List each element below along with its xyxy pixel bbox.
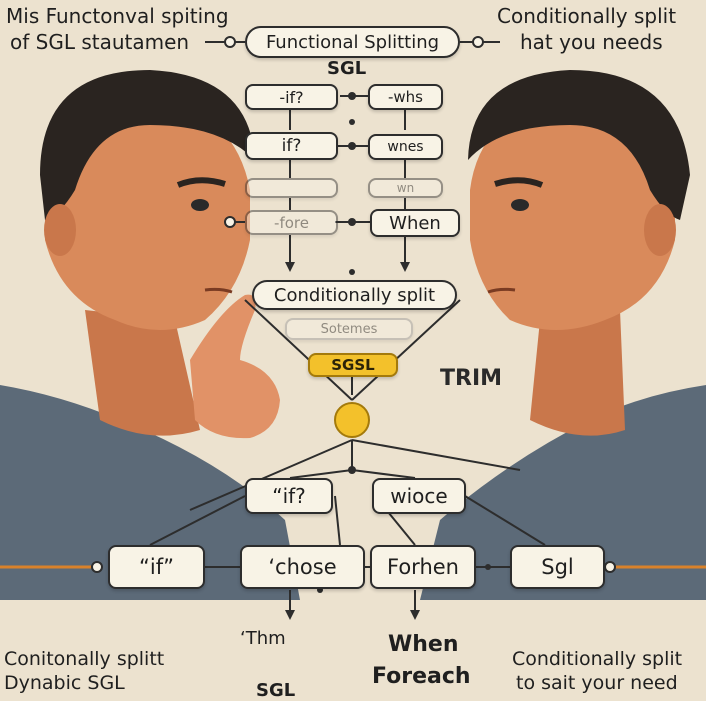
connector-dot <box>348 218 356 226</box>
lower-node-wioce-label: wioce <box>390 484 448 508</box>
header-node-subtitle: SGL <box>327 58 367 79</box>
top-left-caption-line1: Mis Functonval spiting <box>6 4 229 28</box>
bottom-center-caption: SGL <box>256 680 296 701</box>
upper-left-node-2: if? <box>245 132 338 160</box>
upper-right-node-2: wnes <box>368 134 443 160</box>
bottom-left-caption-line1: Conitonally splitt <box>4 648 165 670</box>
arrow-head <box>285 610 295 620</box>
connector-dot <box>349 269 355 275</box>
upper-right-node-3-label: wn <box>396 181 415 195</box>
lower-node-chose-label: ‘chose <box>268 555 337 579</box>
lower-node-wioce: wioce <box>372 478 466 514</box>
lower-node-chose: ‘chose <box>240 545 365 589</box>
upper-right-node-1: -whs <box>368 84 443 110</box>
header-node: Functional Splitting <box>245 26 460 58</box>
right-person <box>420 70 706 600</box>
left-hair <box>40 70 255 220</box>
faded-middle-node: Sotemes <box>285 318 413 340</box>
upper-right-node-1-label: -whs <box>387 88 423 106</box>
left-mouth <box>204 287 233 294</box>
left-eye <box>191 199 209 211</box>
connector-dot <box>348 92 356 100</box>
connector-dot <box>472 36 484 48</box>
right-neck <box>530 310 625 436</box>
upper-right-node-4: When <box>370 209 460 237</box>
right-mouth <box>487 287 516 294</box>
trim-label: TRIM <box>440 366 503 391</box>
left-brow <box>176 177 226 188</box>
lower-node-sgl-label: Sgl <box>541 555 574 579</box>
conditional-split-label: Conditionally split <box>273 284 436 306</box>
connector-dot <box>485 564 491 570</box>
left-person <box>0 70 300 600</box>
right-hair <box>468 70 690 220</box>
lower-node-sgl: Sgl <box>510 545 605 589</box>
right-head <box>470 95 675 330</box>
top-left-caption-line2: of SGL stautamen <box>10 30 190 54</box>
leaf-foreach-label: Foreach <box>372 664 471 689</box>
lower-node-if-quoted-label: “if” <box>139 555 174 579</box>
connector-dot <box>224 36 236 48</box>
upper-left-node-1-label: -if? <box>279 87 304 107</box>
upper-right-node-2-label: wnes <box>387 139 424 155</box>
left-hand <box>190 294 280 439</box>
arrow-head <box>400 262 410 272</box>
left-shirt <box>0 385 300 600</box>
top-right-caption-line2: hat you needs <box>520 30 663 54</box>
arrow-head <box>410 610 420 620</box>
connector-dot <box>604 561 616 573</box>
lower-node-if-label: “if? <box>272 484 306 508</box>
upper-left-node-4-label: -fore <box>274 213 309 232</box>
header-node-title: Functional Splitting <box>265 31 440 53</box>
bottom-right-caption-line1: Conditionally split <box>512 648 683 670</box>
arrow-head <box>285 262 295 272</box>
sgsl-badge-label: SGSL <box>331 356 375 374</box>
lower-node-forhen: Forhen <box>370 545 476 589</box>
upper-left-node-3 <box>245 178 338 198</box>
right-eye <box>511 199 529 211</box>
left-ear <box>44 204 76 256</box>
leaf-when-label: When <box>388 632 459 657</box>
right-brow <box>494 177 544 188</box>
left-neck <box>85 310 200 436</box>
lower-node-if: “if? <box>245 478 333 514</box>
right-shirt <box>420 385 706 600</box>
lower-node-if-quoted: “if” <box>108 545 205 589</box>
upper-left-node-2-label: if? <box>281 136 302 156</box>
right-ear <box>644 204 676 256</box>
connector-dot <box>349 119 355 125</box>
connector-dot <box>91 561 103 573</box>
connector-dot <box>348 466 356 474</box>
leaf-them-label: ‘Thm <box>240 628 286 649</box>
upper-right-node-4-label: When <box>389 212 441 234</box>
lower-node-forhen-label: Forhen <box>387 555 459 579</box>
bottom-right-caption-line2: to sait your need <box>516 672 678 694</box>
gold-medallion <box>334 402 370 438</box>
upper-right-node-3: wn <box>368 178 443 198</box>
connector-dot <box>224 216 236 228</box>
bottom-left-caption-line2: Dynabic SGL <box>4 672 125 694</box>
sgsl-badge: SGSL <box>308 353 398 377</box>
left-head <box>45 94 250 331</box>
top-right-caption-line1: Conditionally split <box>497 4 677 28</box>
connector-dot <box>348 142 356 150</box>
faded-middle-label: Sotemes <box>320 321 378 337</box>
upper-left-node-4: -fore <box>245 210 338 235</box>
conditional-split-node: Conditionally split <box>252 280 457 310</box>
upper-left-node-1: -if? <box>245 84 338 110</box>
